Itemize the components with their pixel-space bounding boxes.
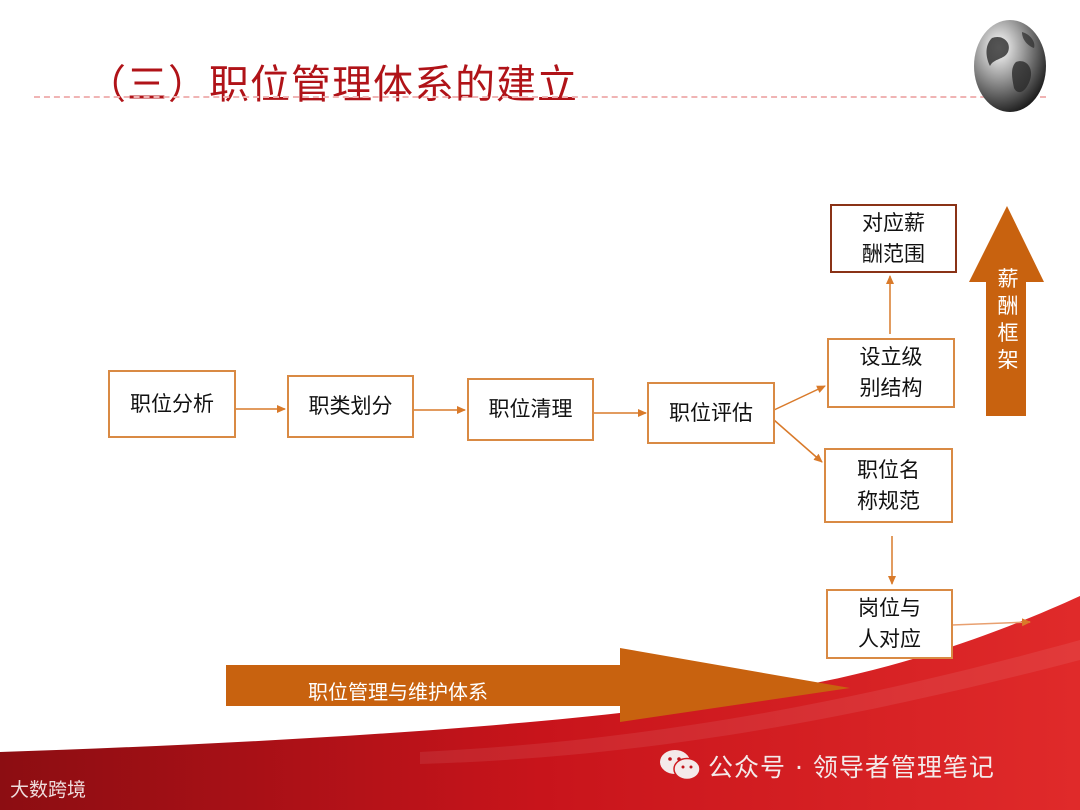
branch-label-line: 人对应 xyxy=(858,627,921,651)
branch-label-line: 酬范围 xyxy=(862,241,925,266)
page-title: （三）职位管理体系的建立 xyxy=(86,62,578,108)
corner-logo: 大数跨境 xyxy=(10,779,87,801)
branch-level-structure: 设立级 别结构 xyxy=(827,338,955,408)
branch-label-line: 职位名 xyxy=(857,457,920,482)
maintenance-system-arrow xyxy=(226,648,850,722)
connector-4-level xyxy=(773,385,826,411)
branch-post-match: 岗位与 人对应 xyxy=(826,589,953,659)
flow-step-job-classification: 职类划分 xyxy=(287,375,414,438)
flow-step-job-evaluation: 职位评估 xyxy=(647,382,775,444)
flow-step-label: 职位分析 xyxy=(130,391,214,416)
salary-framework-char: 框 xyxy=(997,321,1019,345)
footer-swoosh xyxy=(0,596,1080,810)
wechat-icon xyxy=(660,750,701,781)
flow-step-label: 职位清理 xyxy=(488,397,573,421)
flow-step-label: 职类划分 xyxy=(308,394,393,418)
branch-salary-range: 对应薪 酬范围 xyxy=(830,204,957,273)
salary-framework-label: 薪 酬 框 架 xyxy=(994,266,1022,374)
branch-label-line: 别结构 xyxy=(859,376,923,400)
footer-swoosh-light xyxy=(420,640,1080,764)
connector-4-name xyxy=(773,419,823,463)
title-divider xyxy=(34,96,1046,98)
flow-step-job-analysis: 职位分析 xyxy=(108,370,236,438)
salary-framework-arrow xyxy=(969,206,1044,416)
connector-post-out xyxy=(951,618,1031,627)
branch-label-line: 设立级 xyxy=(859,345,923,369)
flow-step-job-cleanup: 职位清理 xyxy=(467,378,594,441)
branch-label-line: 对应薪 xyxy=(862,210,925,235)
watermark-text: 公众号 · 领导者管理笔记 xyxy=(708,753,995,782)
branch-label-line: 称规范 xyxy=(857,488,920,513)
salary-framework-char: 架 xyxy=(997,348,1019,372)
globe-icon xyxy=(974,20,1046,112)
branch-name-standard: 职位名 称规范 xyxy=(824,448,953,523)
maintenance-system-label: 职位管理与维护体系 xyxy=(308,680,488,704)
salary-framework-char: 薪 xyxy=(997,267,1019,291)
branch-label-line: 岗位与 xyxy=(858,596,921,620)
flow-step-label: 职位评估 xyxy=(669,400,753,425)
salary-framework-char: 酬 xyxy=(997,294,1019,318)
